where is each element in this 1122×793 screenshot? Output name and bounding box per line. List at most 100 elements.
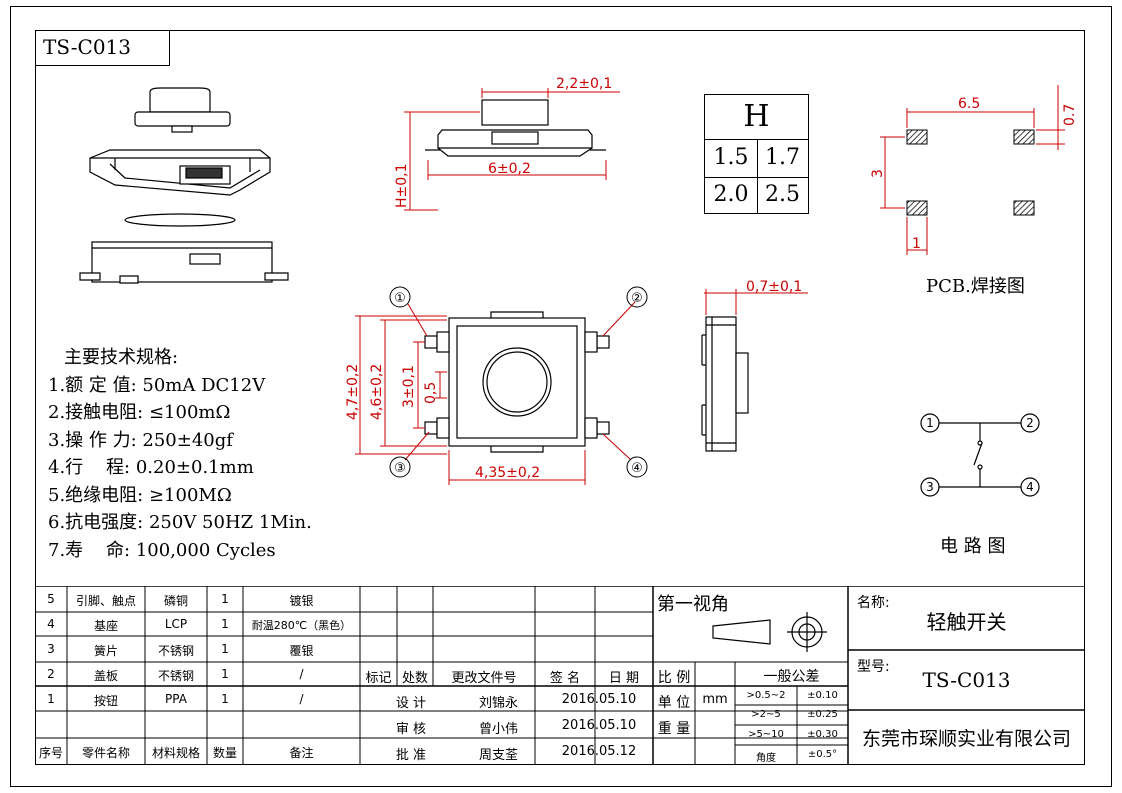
part-material: 不锈钢: [157, 644, 194, 658]
part-note: 耐温280℃（黑色）: [251, 619, 352, 632]
pcb-footprint: 6.5 0.7 3 1: [870, 85, 1078, 255]
part-no: 5: [47, 592, 55, 606]
part-note: /: [299, 667, 304, 681]
part-name: 簧片: [93, 644, 118, 658]
part-no: 1: [47, 692, 55, 706]
part-note: 覆银: [289, 644, 314, 658]
rev-header: 日 期: [608, 671, 640, 686]
drawing-outer-border: [10, 6, 1112, 787]
rev-header: 更改文件号: [451, 671, 517, 686]
signature-date: 2016.05.10: [561, 692, 637, 707]
tolerance-value: ±0.10: [807, 690, 838, 701]
signature-date: 2016.05.10: [561, 718, 637, 733]
tech-specs: 主要技术规格: 1.额 定 值: 50mA DC12V 2.接触电阻: ≤100mΩ…: [48, 344, 312, 564]
tolerance-range: >0.5~2: [746, 690, 786, 701]
model-number: TS-C013: [922, 668, 1011, 692]
spec-line: 2.接触电阻: ≤100mΩ: [48, 402, 231, 423]
signature-role: 审 核: [395, 722, 427, 737]
dim-height: H±0,1: [394, 163, 410, 208]
unit-value: mm: [702, 692, 728, 707]
spec-line: 4.行 程: 0.20±0.1mm: [48, 457, 254, 478]
signature-role: 设 计: [395, 696, 427, 711]
top-view: 4,7±0,2 4,6±0,2 3±0,1 0,5 4,35±0,2 ① ② ③…: [345, 286, 648, 485]
dim-outer-height: 4,7±0,2: [345, 364, 361, 420]
signature-name: 周支荃: [478, 748, 518, 763]
rev-header: 签 名: [549, 671, 581, 686]
spec-line: 7.寿 命: 100,000 Cycles: [48, 539, 276, 561]
name-label: 名称:: [857, 595, 890, 611]
tolerance-range: >5~10: [748, 729, 784, 740]
col-header: 序号: [38, 746, 63, 760]
pin-label: ④: [631, 461, 643, 476]
circuit-node: 1: [926, 416, 934, 430]
h-table-cell: 1.5: [705, 139, 758, 178]
pcb-dim-y: 3: [870, 169, 886, 178]
drawing-frame: [35, 30, 1085, 765]
col-header: 零件名称: [81, 746, 130, 760]
title-block-grid: [35, 586, 1085, 765]
part-qty: 1: [221, 692, 229, 706]
rev-header: 标记: [365, 671, 392, 686]
company-name: 东莞市琛顺实业有限公司: [861, 728, 1071, 750]
projection-symbol-icon: [712, 612, 827, 652]
exploded-view: [79, 87, 289, 284]
signature-name: 刘锦永: [478, 696, 518, 711]
h-table: H 1.5 1.7 2.0 2.5: [704, 94, 809, 214]
title-block: 5 引脚、触点 磷铜 1 镀银 4 基座 LCP 1 耐温280℃（黑色） 3 …: [35, 586, 1085, 765]
rev-header: 处数: [401, 671, 428, 686]
view-angle: 第一视角: [657, 594, 729, 615]
dim-pin-width: 0,5: [423, 382, 439, 404]
col-header: 材料规格: [151, 746, 200, 760]
spec-line: 1.额 定 值: 50mA DC12V: [48, 374, 266, 396]
tolerance-value: ±0.25: [807, 709, 838, 720]
drawing-number: TS-C013: [35, 30, 170, 66]
scale-label: 比 例: [657, 670, 691, 686]
circuit-node: 2: [1026, 416, 1034, 430]
pcb-dim-pad: 0.7: [1062, 104, 1078, 126]
h-table-cell: 2.5: [765, 182, 800, 207]
pcb-caption: PCB.焊接图: [926, 276, 1025, 297]
tolerance-range: 角度: [756, 753, 776, 764]
part-no: 3: [47, 642, 55, 656]
specs-heading: 主要技术规格:: [64, 347, 179, 368]
part-name: 盖板: [93, 669, 118, 683]
front-view: 2,2±0,1 6±0,2 H±0,1: [394, 76, 620, 211]
h-table-cell: 2.0: [705, 177, 758, 213]
col-header: 备注: [289, 746, 314, 760]
part-qty: 1: [221, 617, 229, 631]
dim-stem-width: 2,2±0,1: [556, 76, 612, 92]
col-header: 数量: [212, 746, 237, 760]
pin-label: ②: [631, 291, 643, 306]
dim-body-width: 6±0,2: [488, 161, 531, 177]
tolerance-value: ±0.5°: [807, 749, 838, 760]
signature-role: 批 准: [395, 748, 427, 763]
circuit-node: 3: [926, 480, 934, 494]
part-name: 引脚、触点: [75, 594, 136, 608]
h-table-header: H: [705, 95, 808, 140]
h-table-cell: 1.7: [757, 139, 808, 178]
product-name: 轻触开关: [926, 610, 1007, 634]
part-note: /: [299, 692, 304, 706]
weight-label: 重 量: [657, 721, 691, 737]
part-note: 镀银: [289, 594, 314, 608]
model-label: 型号:: [857, 659, 890, 675]
pcb-dim-x: 6.5: [958, 96, 980, 112]
part-qty: 1: [221, 667, 229, 681]
signature-date: 2016.05.12: [561, 744, 637, 759]
spec-line: 6.抗电强度: 250V 50HZ 1Min.: [48, 512, 312, 533]
part-no: 2: [47, 667, 55, 681]
pin-label: ③: [394, 461, 406, 476]
signature-name: 曾小伟: [478, 722, 518, 737]
part-material: PPA: [165, 692, 187, 706]
dim-body-height: 4,6±0,2: [369, 364, 385, 420]
pin-label: ①: [394, 291, 406, 306]
spec-line: 3.操 作 力: 250±40gf: [48, 429, 233, 451]
circuit-caption: 电 路 图: [940, 536, 1006, 557]
part-material: 磷铜: [163, 594, 188, 608]
part-no: 4: [47, 617, 55, 631]
part-qty: 1: [221, 642, 229, 656]
part-name: 基座: [93, 619, 118, 633]
dim-pin-pitch: 3±0,1: [401, 365, 417, 408]
part-qty: 1: [221, 592, 229, 606]
dim-side-thickness: 0,7±0,1: [746, 279, 802, 295]
